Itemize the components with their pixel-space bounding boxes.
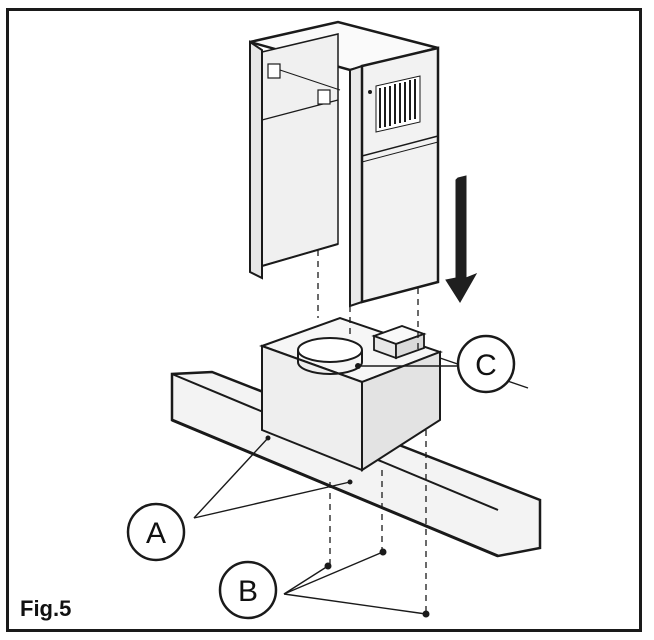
vent-slots <box>375 75 421 133</box>
svg-text:B: B <box>238 575 258 608</box>
alignment-guides <box>317 250 427 612</box>
callout-c: C <box>456 334 516 394</box>
leader-lines <box>193 357 529 615</box>
leader-dots <box>265 363 361 485</box>
figure-caption: Fig.5 <box>20 596 72 621</box>
callout-a: A <box>126 502 186 562</box>
callout-b: B <box>218 560 278 620</box>
chimney-cover <box>249 20 440 308</box>
down-arrow-icon <box>445 175 478 303</box>
svg-text:C: C <box>475 349 497 382</box>
svg-text:A: A <box>146 517 166 550</box>
motor-box <box>259 316 443 472</box>
